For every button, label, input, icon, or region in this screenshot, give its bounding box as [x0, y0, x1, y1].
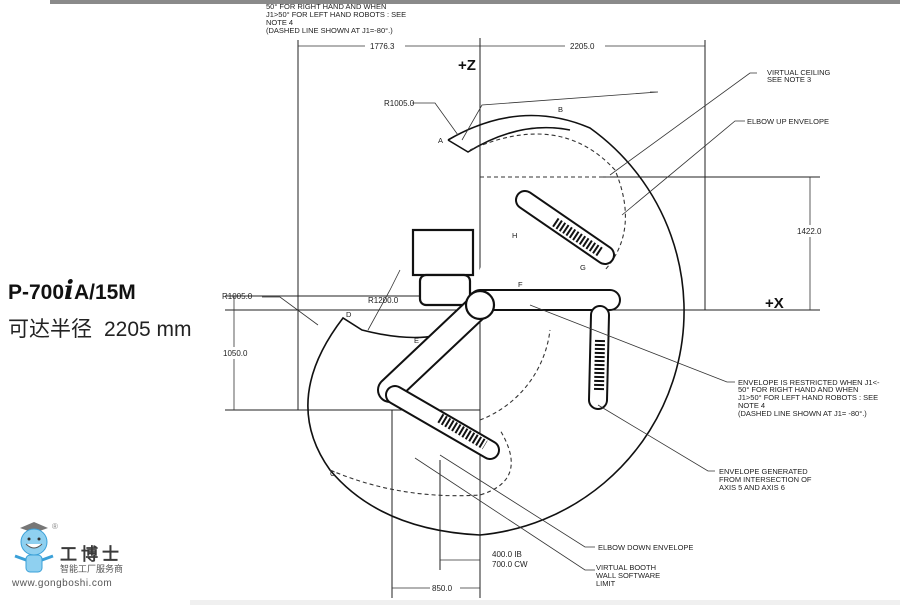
wrist-ribs — [594, 339, 605, 391]
point-b: B — [558, 105, 563, 114]
leader-top-note — [461, 91, 659, 141]
bottom-border — [190, 600, 900, 605]
registered-mark: ® — [52, 522, 58, 531]
upper-arm-fill — [379, 294, 491, 401]
point-d: D — [346, 310, 352, 319]
leader-r1200 — [367, 269, 401, 331]
label-bg — [565, 40, 605, 52]
note-line: 50° FOR RIGHT HAND AND WHEN — [266, 2, 386, 11]
note-line: VIRTUAL CEILING — [767, 68, 831, 77]
dim-height-upper: 1422.0 — [797, 227, 822, 236]
elbow-down-dashed-envelope — [329, 429, 512, 497]
note-virtual-ceiling: VIRTUAL CEILING SEE NOTE 3 — [767, 68, 831, 84]
dim-booth-2: 700.0 CW — [492, 560, 528, 569]
point-h: H — [512, 231, 517, 240]
logo-url: www.gongboshi.com — [12, 578, 113, 589]
dim-left-width: 1776.3 — [370, 42, 395, 51]
label-bg — [222, 347, 248, 359]
label-bg — [430, 582, 460, 594]
model-italic: i — [64, 276, 74, 306]
note-line: VIRTUAL BOOTH — [596, 563, 656, 572]
note-line: WALL SOFTWARE — [596, 571, 660, 580]
x-axis-label: +X — [765, 295, 784, 312]
outer-envelope — [307, 114, 685, 536]
note-line: NOTE 4 — [738, 401, 765, 410]
note-booth: VIRTUAL BOOTH WALL SOFTWARE LIMIT — [596, 563, 660, 588]
note-line: (DASHED LINE SHOWN AT J1=-80°.) — [266, 26, 393, 35]
robot-base — [418, 273, 472, 307]
radius-inner: R1200.0 — [368, 296, 399, 305]
company-logo: ® 工博士 智能工厂服务商 www.gongboshi.com — [10, 520, 140, 600]
note-restricted: ENVELOPE IS RESTRICTED WHEN J1<- 50° FOR… — [738, 378, 880, 418]
forearm-ribs — [552, 217, 603, 257]
dim-right-width: 2205.0 — [570, 42, 595, 51]
note-line: J1>50° FOR LEFT HAND ROBOTS : SEE — [738, 393, 878, 402]
dim-height-lower: 1050.0 — [223, 349, 248, 358]
dim-booth-1: 400.0 IB — [492, 550, 522, 559]
z-axis-label: +Z — [458, 57, 476, 74]
model-title: P-700iA/15M — [8, 276, 136, 306]
model-prefix: P-700 — [8, 281, 65, 304]
note-generated: ENVELOPE GENERATED FROM INTERSECTION OF … — [719, 467, 812, 492]
reach-value: 2205 mm — [104, 318, 192, 341]
leader-virtual-ceiling — [609, 72, 757, 176]
logo-tagline: 智能工厂服务商 — [60, 564, 124, 574]
point-f: F — [518, 280, 523, 289]
radius-left: R1005.0 — [222, 292, 253, 301]
leader-generated — [597, 404, 715, 472]
leader-r1005-left — [262, 296, 319, 326]
point-a: A — [438, 136, 443, 145]
upper-arm-fill — [469, 184, 526, 316]
inner-dashed-envelope — [479, 329, 551, 421]
note-elbow-up: ELBOW UP ENVELOPE — [747, 117, 829, 126]
reach-label: 可达半径 — [8, 318, 92, 341]
point-e: E — [414, 336, 419, 345]
note-line: 50° FOR RIGHT HAND AND WHEN — [738, 385, 858, 394]
top-border — [50, 0, 900, 4]
dim-bottom-width: 850.0 — [432, 584, 453, 593]
note-line: LIMIT — [596, 579, 616, 588]
shoulder-joint — [464, 289, 496, 321]
elbow-up-dashed-envelope — [469, 133, 626, 271]
note-line: J1>50° FOR LEFT HAND ROBOTS : SEE — [266, 10, 406, 19]
note-line: (DASHED LINE SHOWN AT J1= -80°.) — [738, 409, 867, 418]
envelope-notch — [447, 126, 571, 153]
model-suffix: A/15M — [73, 281, 136, 304]
point-c: C — [330, 469, 336, 478]
note-line: AXIS 5 AND AXIS 6 — [719, 483, 785, 492]
note-line: SEE NOTE 3 — [767, 75, 811, 84]
reach-text: 可达半径 2205 mm — [8, 313, 192, 343]
leader-r1005-top — [412, 102, 459, 136]
radius-top: R1005.0 — [384, 99, 415, 108]
note-line: ENVELOPE IS RESTRICTED WHEN J1<- — [738, 378, 880, 387]
logo-name: 工博士 — [60, 545, 123, 565]
leader-elbow-up — [621, 120, 745, 216]
note-line: FROM INTERSECTION OF — [719, 475, 812, 484]
point-g: G — [580, 263, 586, 272]
leader-booth — [414, 457, 595, 571]
note-elbow-down: ELBOW DOWN ENVELOPE — [598, 543, 693, 552]
mascot-icon — [14, 522, 54, 573]
note-line: NOTE 4 — [266, 18, 293, 27]
label-bg — [365, 40, 405, 52]
note-top-restricted: 50° FOR RIGHT HAND AND WHEN J1>50° FOR L… — [266, 2, 406, 35]
forearm-ribs — [437, 413, 488, 450]
note-line: ENVELOPE GENERATED — [719, 467, 808, 476]
label-bg — [795, 225, 825, 237]
leader-restricted — [529, 304, 735, 383]
forearm-fill — [517, 192, 613, 263]
robot-motor-housing — [411, 228, 475, 277]
leader-elbow-down — [439, 454, 595, 548]
